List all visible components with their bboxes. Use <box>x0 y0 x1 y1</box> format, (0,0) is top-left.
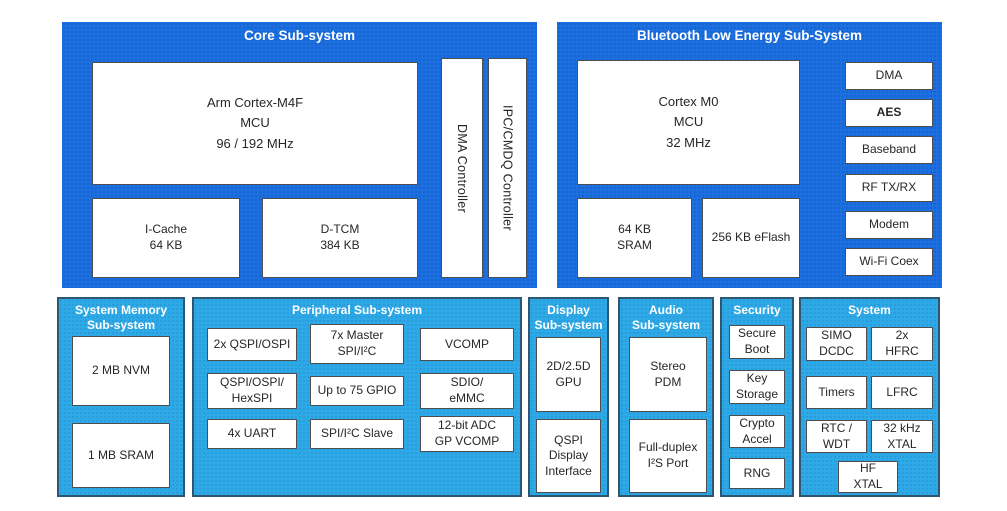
block-gpio: Up to 75 GPIO <box>310 376 404 406</box>
audio-title: Audio Sub-system <box>631 303 701 332</box>
block-secure-boot: Secure Boot <box>729 325 785 359</box>
block-dma-controller: DMA Controller <box>441 58 483 278</box>
system-title: System <box>848 303 891 317</box>
block-ble-baseband: Baseband <box>845 136 933 164</box>
block-dtcm: D-TCM 384 KB <box>262 198 418 278</box>
block-qspi-ospi: 2x QSPI/OSPI <box>207 328 297 361</box>
peripheral-title: Peripheral Sub-system <box>291 303 423 317</box>
block-lfrc: LFRC <box>871 376 933 409</box>
block-ble-modem: Modem <box>845 211 933 239</box>
block-qspi-ospi-hexspi: QSPI/OSPI/ HexSPI <box>207 373 297 409</box>
block-rtc-wdt: RTC / WDT <box>806 420 867 453</box>
display-title: Display Sub-system <box>534 303 603 332</box>
block-gpu: 2D/2.5D GPU <box>536 337 601 412</box>
block-uart: 4x UART <box>207 419 297 449</box>
block-vcomp: VCOMP <box>420 328 514 361</box>
block-crypto-accel: Crypto Accel <box>729 415 785 448</box>
block-ble-sram: 64 KB SRAM <box>577 198 692 278</box>
block-nvm: 2 MB NVM <box>72 336 170 406</box>
ble-subsystem-panel: Bluetooth Low Energy Sub-System Cortex M… <box>557 22 942 288</box>
block-spi-i2c-slave: SPI/I²C Slave <box>310 419 404 449</box>
block-qspi-display-interface: QSPI Display Interface <box>536 419 601 493</box>
block-cortex-m0-mcu: Cortex M0 MCU 32 MHz <box>577 60 800 185</box>
system-memory-panel: System Memory Sub-system 2 MB NVM 1 MB S… <box>57 297 185 497</box>
block-ipc-cmdq-controller: IPC/CMDQ Controller <box>488 58 527 278</box>
block-simo-dcdc: SIMO DCDC <box>806 327 867 361</box>
peripheral-panel: Peripheral Sub-system 2x QSPI/OSPI 7x Ma… <box>192 297 522 497</box>
block-arm-cortex-m4f-mcu: Arm Cortex-M4F MCU 96 / 192 MHz <box>92 62 418 185</box>
block-hfrc: 2x HFRC <box>871 327 933 361</box>
block-ble-wifi-coex: Wi-Fi Coex <box>845 248 933 276</box>
audio-panel: Audio Sub-system Stereo PDM Full-duplex … <box>618 297 714 497</box>
block-timers: Timers <box>806 376 867 409</box>
core-subsystem-title: Core Sub-system <box>243 28 356 43</box>
display-panel: Display Sub-system 2D/2.5D GPU QSPI Disp… <box>528 297 609 497</box>
block-sdio-emmc: SDIO/ eMMC <box>420 373 514 409</box>
system-panel: System SIMO DCDC 2x HFRC Timers LFRC RTC… <box>799 297 940 497</box>
security-title: Security <box>733 303 781 317</box>
block-master-spi-i2c: 7x Master SPI/I²C <box>310 324 404 364</box>
block-icache: I-Cache 64 KB <box>92 198 240 278</box>
block-adc-gp-vcomp: 12-bit ADC GP VCOMP <box>420 416 514 452</box>
block-ble-eflash: 256 KB eFlash <box>702 198 800 278</box>
block-ble-aes: AES <box>845 99 933 127</box>
block-stereo-pdm: Stereo PDM <box>629 337 707 412</box>
security-panel: Security Secure Boot Key Storage Crypto … <box>720 297 794 497</box>
block-ble-rf-tx-rx: RF TX/RX <box>845 174 933 202</box>
block-ble-dma: DMA <box>845 62 933 90</box>
ble-subsystem-title: Bluetooth Low Energy Sub-System <box>636 28 863 43</box>
block-i2s-port: Full-duplex I²S Port <box>629 419 707 493</box>
block-sram: 1 MB SRAM <box>72 423 170 488</box>
block-rng: RNG <box>729 458 785 489</box>
system-memory-title: System Memory Sub-system <box>74 303 168 332</box>
block-key-storage: Key Storage <box>729 370 785 404</box>
block-hf-xtal: HF XTAL <box>838 461 898 493</box>
core-subsystem-panel: Core Sub-system Arm Cortex-M4F MCU 96 / … <box>62 22 537 288</box>
block-32khz-xtal: 32 kHz XTAL <box>871 420 933 453</box>
